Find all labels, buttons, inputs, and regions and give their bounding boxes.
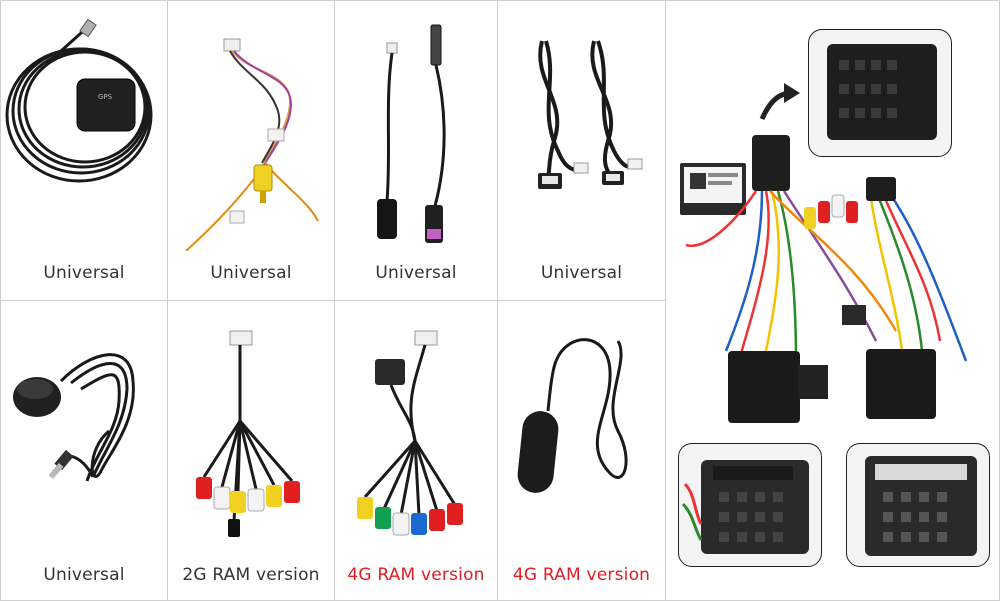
cell-rca-cable-extended: 4G RAM version bbox=[335, 301, 498, 601]
cell-caption: Universal bbox=[43, 263, 125, 283]
cell-caption: Universal bbox=[375, 263, 457, 283]
rca-cable-image bbox=[196, 330, 300, 537]
cell-gps-antenna: GPS Universal bbox=[0, 0, 168, 301]
radio-antenna-image bbox=[377, 24, 446, 243]
cell-caption: 4G RAM version bbox=[347, 565, 485, 585]
rca-cable-extended-image bbox=[357, 330, 463, 536]
cell-caption: Universal bbox=[210, 263, 292, 283]
harness-panel bbox=[666, 0, 1000, 601]
cell-gsm-antenna: 4G RAM version bbox=[498, 301, 666, 601]
bottom-right-connector-closeup bbox=[846, 443, 990, 567]
cell-usb-cables: Universal bbox=[498, 0, 666, 301]
connector-icon bbox=[752, 135, 790, 191]
microphone-image bbox=[13, 353, 135, 482]
gps-icon: GPS bbox=[98, 93, 113, 101]
connector-closeup-image bbox=[681, 460, 809, 554]
usb-cables-image bbox=[538, 40, 643, 189]
bottom-left-connector-closeup bbox=[678, 443, 822, 567]
connector-closeup-image bbox=[865, 456, 977, 556]
rca-plug-icon bbox=[253, 164, 273, 192]
cell-caption: 2G RAM version bbox=[182, 565, 320, 585]
top-connector-closeup bbox=[808, 29, 952, 157]
gsm-antenna-image bbox=[517, 338, 628, 493]
gps-antenna-image: GPS bbox=[5, 18, 153, 183]
cell-rca-cable: 2G RAM version bbox=[168, 301, 335, 601]
connector-closeup-image bbox=[827, 44, 937, 140]
cell-caption: Universal bbox=[540, 263, 623, 283]
cell-caption: 4G RAM version bbox=[512, 565, 651, 585]
wiring-harness-image bbox=[680, 83, 968, 423]
cell-radio-antenna-adapter: Universal bbox=[335, 0, 498, 301]
cell-microphone: Universal bbox=[0, 301, 168, 601]
cell-camera-cable: Universal bbox=[168, 0, 335, 301]
camera-cable-image bbox=[185, 38, 319, 251]
cell-caption: Universal bbox=[43, 565, 125, 585]
